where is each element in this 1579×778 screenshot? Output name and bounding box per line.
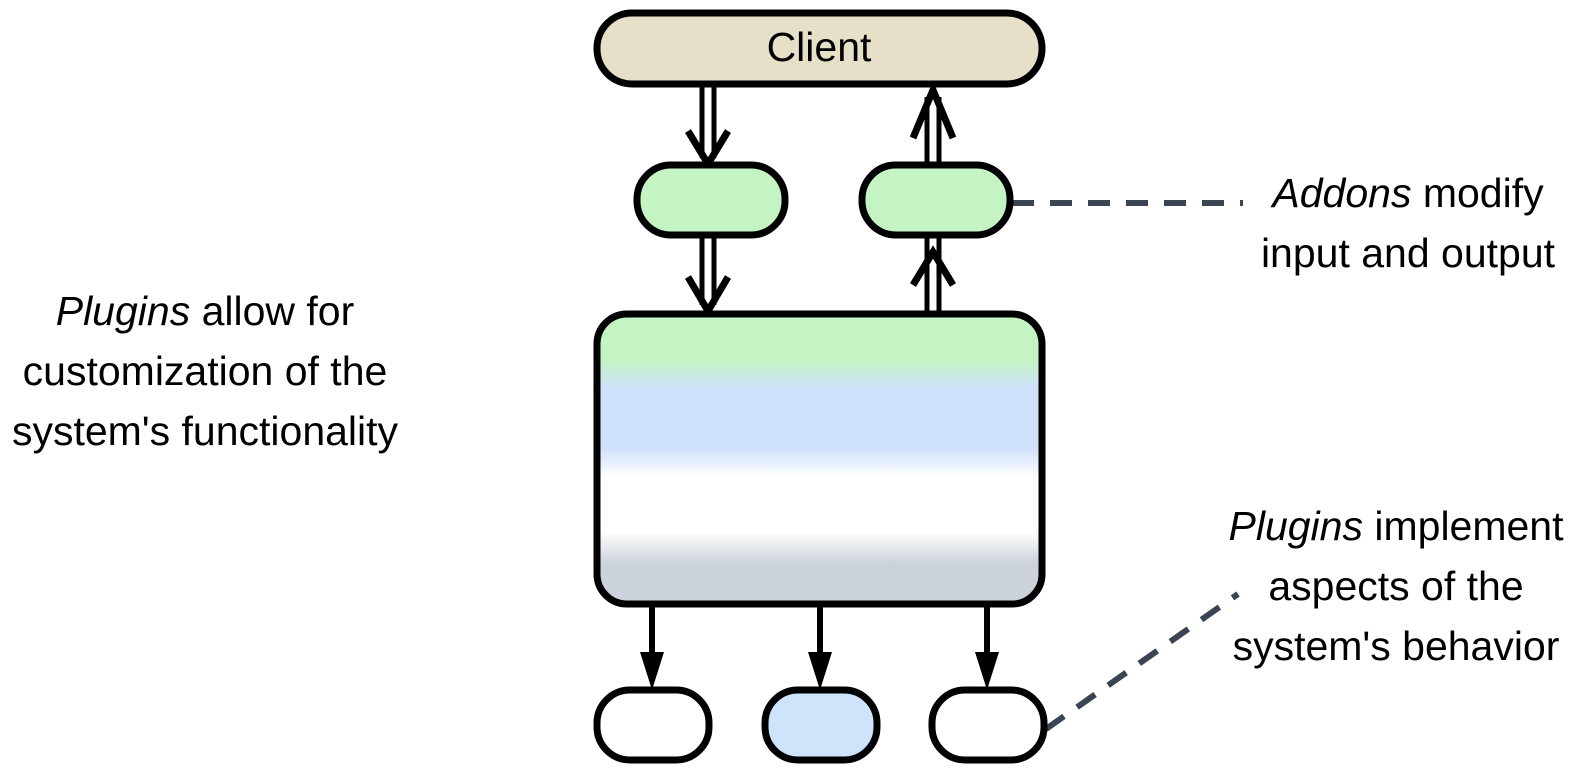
core-system-box[interactable]	[593, 310, 1046, 608]
node-client[interactable]: Client	[593, 9, 1046, 88]
plugin-1-box[interactable]	[593, 686, 713, 764]
node-plugin-2[interactable]	[761, 686, 881, 764]
annotation-top-right-rest: modify input and output	[1260, 169, 1556, 276]
addon-output-box[interactable]	[858, 161, 1014, 239]
edge-client-to-addon-in	[685, 84, 731, 171]
node-addon-output[interactable]	[858, 161, 1014, 239]
edge-core-to-addon-out	[910, 238, 956, 311]
annotation-plugins-behavior: Plugins implement aspects of the system'…	[1218, 437, 1574, 676]
annotation-bottom-right-emphasis: Plugins	[1228, 502, 1363, 549]
annotation-left-emphasis: Plugins	[55, 287, 191, 334]
plugin-2-box[interactable]	[761, 686, 881, 764]
node-core-system[interactable]	[593, 310, 1046, 608]
addon-input-box[interactable]	[633, 161, 789, 239]
edge-core-to-plugin-1	[640, 603, 664, 690]
annotation-addons-modify: Addons modify input and output	[1243, 104, 1573, 284]
edge-core-to-plugin-2	[808, 603, 832, 690]
annotation-bottom-right-rest: implement aspects of the system's behavi…	[1232, 502, 1564, 669]
plugin-3-box[interactable]	[928, 686, 1048, 764]
leader-plugin-callout	[1044, 591, 1240, 732]
annotation-plugins-customization: Plugins allow for customization of the s…	[6, 222, 404, 461]
annotation-top-right-emphasis: Addons	[1272, 169, 1412, 216]
node-plugin-3[interactable]	[928, 686, 1048, 764]
annotation-left-rest: allow for customization of the system's …	[11, 287, 399, 454]
client-label: Client	[767, 24, 872, 70]
client-box[interactable]	[593, 9, 1046, 88]
edge-core-to-plugin-3	[975, 603, 999, 690]
node-plugin-1[interactable]	[593, 686, 713, 764]
edge-addon-out-to-client	[909, 80, 957, 164]
edge-addon-in-to-core	[684, 234, 732, 318]
node-addon-input[interactable]	[633, 161, 789, 239]
